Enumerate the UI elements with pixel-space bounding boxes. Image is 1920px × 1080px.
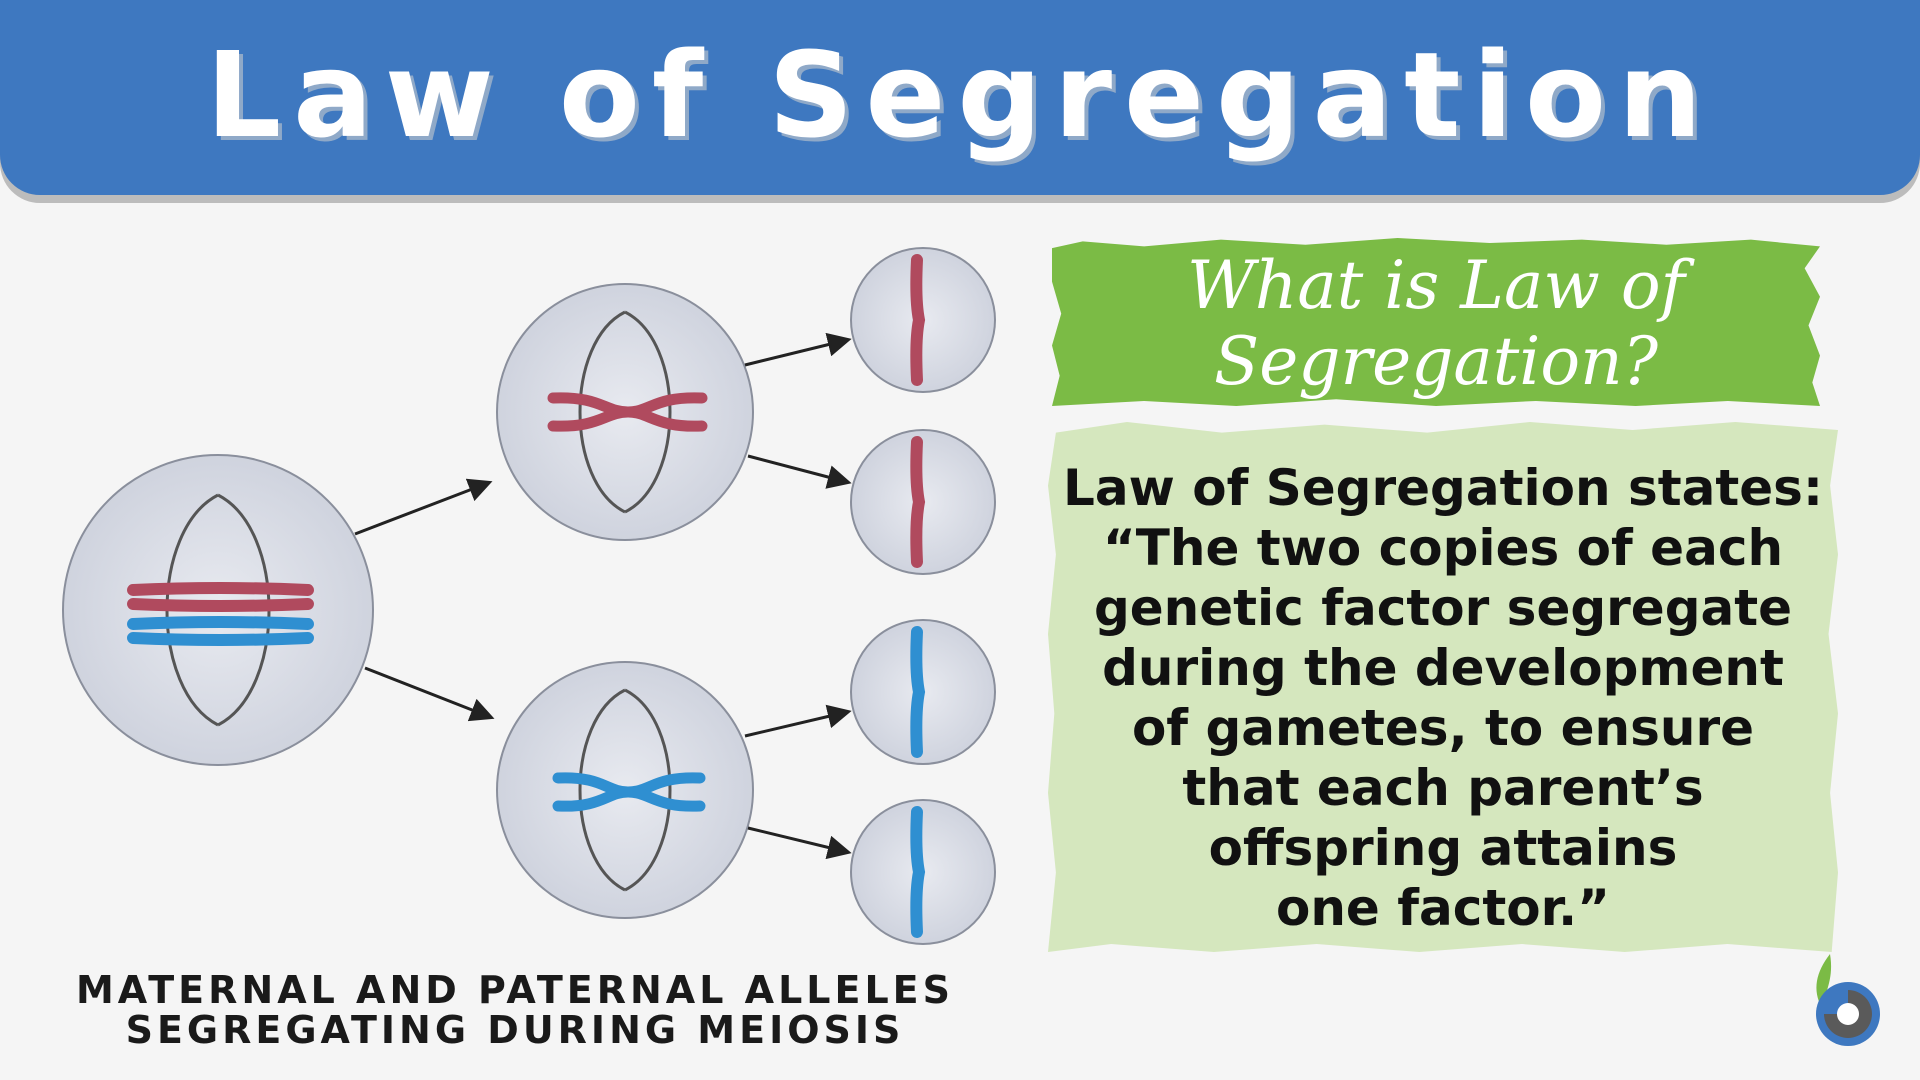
definition-line: “The two copies of each — [1102, 519, 1784, 577]
definition-line: of gametes, to ensure — [1131, 699, 1755, 757]
daughter-cell-maternal — [496, 283, 754, 541]
diagram-caption: MATERNAL AND PATERNAL ALLELES SEGREGATIN… — [60, 970, 970, 1050]
arrow-right-icon — [747, 826, 852, 860]
gamete-paternal-1 — [850, 619, 996, 765]
gamete-maternal-1 — [850, 247, 996, 393]
definition-text: Law of Segregation states: “The two copi… — [1048, 458, 1838, 938]
definition-line: one factor.” — [1275, 879, 1611, 937]
parent-cell — [62, 454, 374, 766]
caption-line: SEGREGATING DURING MEIOSIS — [125, 1008, 905, 1052]
title-banner: Law of Segregation — [0, 0, 1920, 195]
gamete-maternal-2 — [850, 429, 996, 575]
arrow-right-icon — [364, 666, 495, 722]
daughter-cell-paternal — [496, 661, 754, 919]
arrow-right-icon — [744, 332, 852, 367]
page-title: Law of Segregation — [205, 26, 1715, 164]
definition-line: genetic factor segregate — [1093, 579, 1793, 637]
paternal-chromosome-pair — [127, 616, 314, 646]
meiosis-diagram — [0, 220, 1020, 980]
gamete-paternal-2 — [850, 799, 996, 945]
definition-line: during the development — [1102, 639, 1784, 697]
arrow-right-icon — [744, 704, 852, 738]
arrow-right-icon — [747, 454, 852, 489]
question-heading: What is Law of Segregation? — [1052, 248, 1820, 400]
definition-box: Law of Segregation states: “The two copi… — [1048, 422, 1838, 952]
arrow-right-icon — [354, 478, 493, 536]
question-box: What is Law of Segregation? — [1052, 238, 1820, 406]
meiosis-diagram-svg — [62, 247, 996, 945]
definition-line: offspring attains — [1208, 819, 1678, 877]
question-line: What is Law of — [1187, 247, 1685, 324]
caption-line: MATERNAL AND PATERNAL ALLELES — [75, 968, 954, 1012]
biology-dictionary-logo-icon — [1808, 950, 1888, 1050]
maternal-chromosome-pair — [127, 582, 314, 612]
definition-line: that each parent’s — [1182, 759, 1704, 817]
definition-line: Law of Segregation states: — [1063, 459, 1823, 517]
question-line: Segregation? — [1214, 323, 1658, 400]
